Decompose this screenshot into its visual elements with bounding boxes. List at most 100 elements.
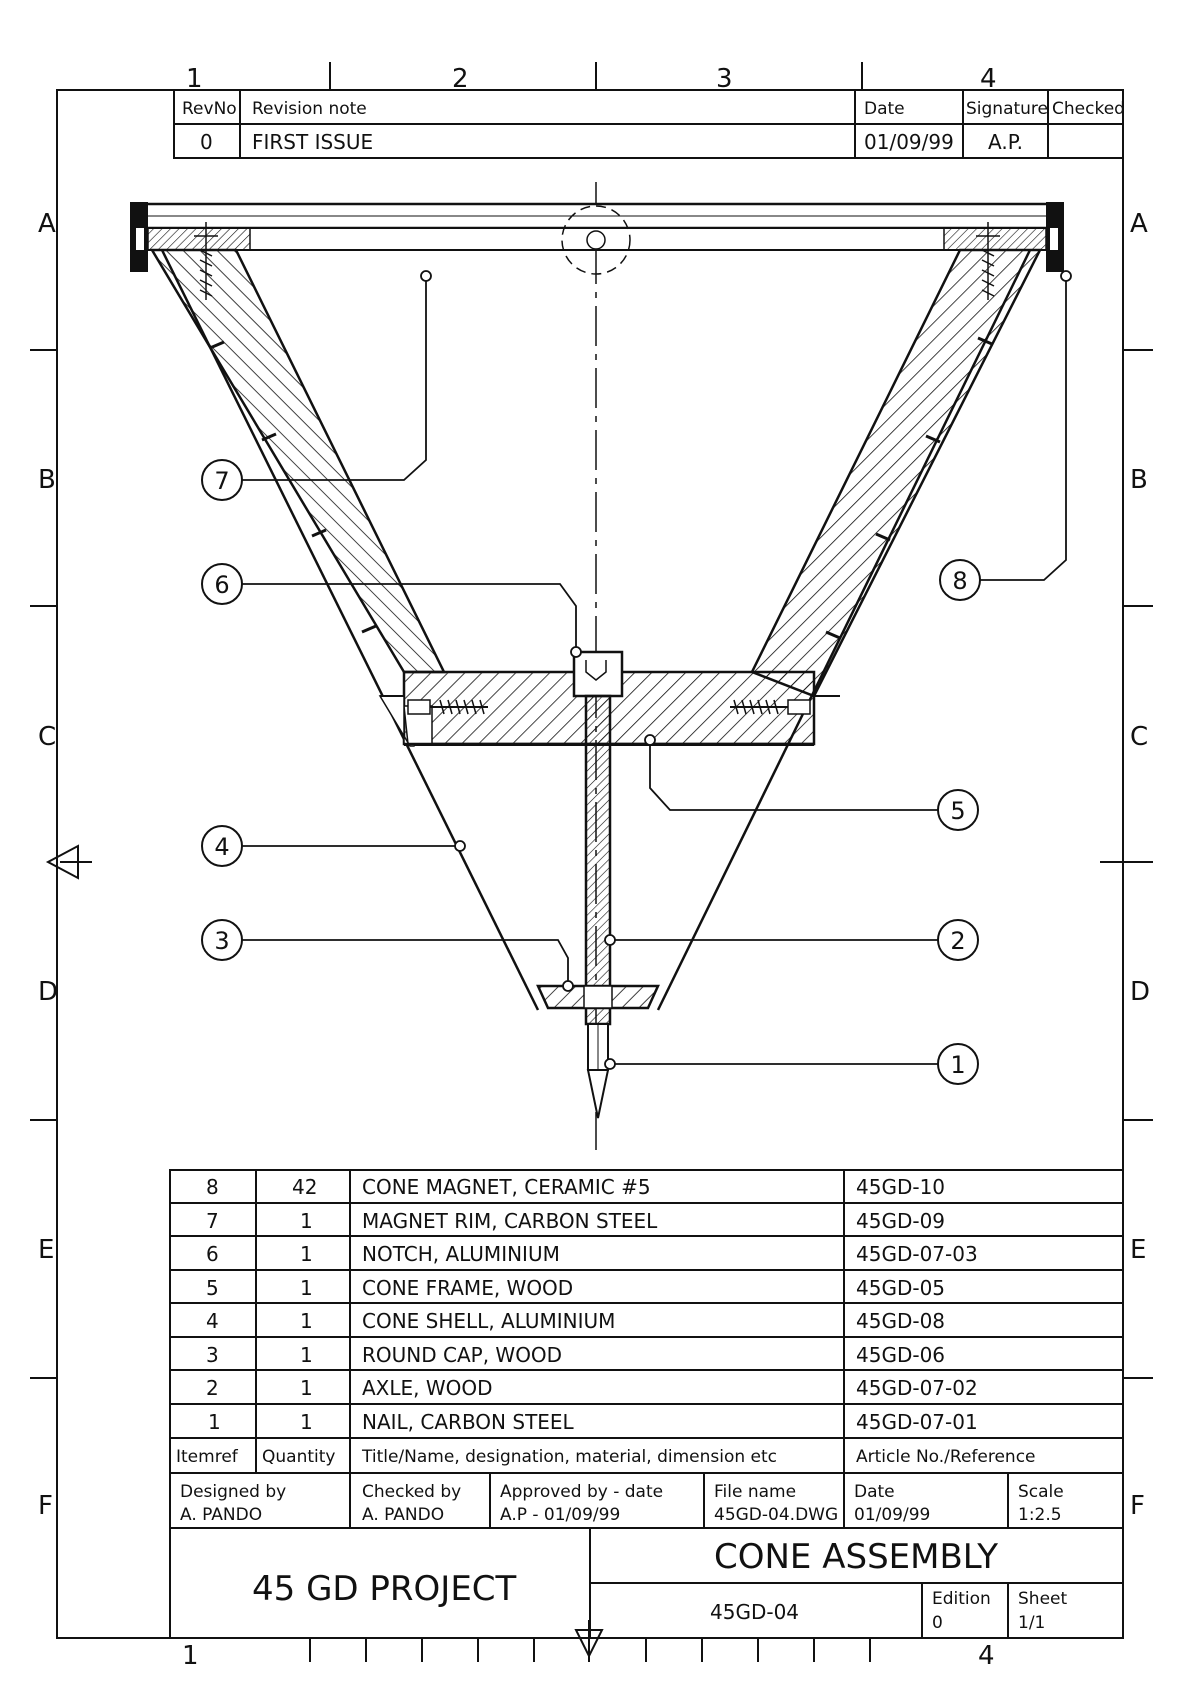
part-qty: 1 [300,1376,313,1400]
part-ref: 45GD-07-03 [856,1242,978,1266]
parts-header-row: Itemref Quantity Title/Name, designation… [176,1447,1036,1467]
svg-text:4: 4 [214,833,229,861]
part-item: 3 [206,1343,219,1367]
part-title: CONE MAGNET, CERAMIC #5 [362,1175,651,1199]
part-qty: 1 [300,1410,313,1434]
sheet-value: 1/1 [1018,1613,1045,1633]
rev-row-signature: A.P. [988,130,1023,154]
checked-by-value: A. PANDO [362,1505,444,1525]
frame-screws [407,699,811,715]
part-item: 1 [208,1410,221,1434]
row-label-e-right: E [1130,1235,1146,1265]
part-item: 7 [206,1209,219,1233]
parts-row-7: 7 1 MAGNET RIM, CARBON STEEL 45GD-09 [206,1209,945,1233]
axle [584,694,612,1026]
part-title: NAIL, CARBON STEEL [362,1410,575,1434]
part-title: NOTCH, ALUMINIUM [362,1242,560,1266]
part-ref: 45GD-05 [856,1276,945,1300]
part-item: 5 [206,1276,219,1300]
detail-circle [561,205,631,275]
approved-by-label: Approved by - date [500,1482,663,1502]
balloon-7: 7 [201,459,243,501]
row-label-a-left: A [38,209,56,239]
parts-header-reference: Article No./Reference [856,1447,1036,1467]
row-label-f-left: F [38,1491,53,1521]
rev-row-date: 01/09/99 [864,130,954,154]
project-name: 45 GD PROJECT [252,1569,517,1609]
part-ref: 45GD-10 [856,1175,945,1199]
item-balloons: 7 8 6 5 4 3 2 [201,459,981,1085]
drawing-title: CONE ASSEMBLY [714,1537,998,1577]
notch [572,650,624,698]
file-name-label: File name [714,1482,796,1502]
part-qty: 42 [292,1175,317,1199]
part-title: CONE FRAME, WOOD [362,1276,573,1300]
cone-assembly-section: 7 8 6 5 4 3 2 [130,182,1072,1150]
part-title: ROUND CAP, WOOD [362,1343,562,1367]
magnet-rim [130,202,1064,251]
revision-table: RevNo Revision note Date Signature Check… [173,89,1125,159]
part-title: CONE SHELL, ALUMINIUM [362,1309,615,1333]
parts-row-4: 4 1 CONE SHELL, ALUMINIUM 45GD-08 [206,1309,945,1333]
part-item: 2 [206,1376,219,1400]
svg-text:7: 7 [214,467,229,495]
title-block: Designed by A. PANDO Checked by A. PANDO… [169,1472,1124,1639]
parts-header-itemref: Itemref [176,1447,239,1467]
date-value: 01/09/99 [854,1505,930,1525]
part-title: MAGNET RIM, CARBON STEEL [362,1209,658,1233]
part-ref: 45GD-08 [856,1309,945,1333]
part-ref: 45GD-07-01 [856,1410,978,1434]
nail [586,1023,610,1119]
col-label-1-bottom: 1 [182,1641,199,1671]
col-label-3: 3 [716,64,733,94]
parts-header-quantity: Quantity [262,1447,335,1467]
date-label: Date [854,1482,895,1502]
part-ref: 45GD-07-02 [856,1376,978,1400]
rev-header-checked: Checked [1052,99,1125,119]
col-label-1: 1 [186,64,203,94]
grid-column-labels: 1 2 3 4 1 4 [182,64,997,1671]
row-label-d-left: D [38,977,58,1007]
part-ref: 45GD-09 [856,1209,945,1233]
svg-text:2: 2 [950,927,965,955]
parts-row-8: 8 42 CONE MAGNET, CERAMIC #5 45GD-10 [206,1175,945,1199]
rev-header-note: Revision note [252,99,367,119]
row-label-d-right: D [1130,977,1150,1007]
rev-header-revno: RevNo [182,99,237,119]
col-label-4: 4 [980,64,997,94]
parts-row-3: 3 1 ROUND CAP, WOOD 45GD-06 [206,1343,945,1367]
part-qty: 1 [300,1242,313,1266]
balloon-4: 4 [201,825,243,867]
edition-label: Edition [932,1589,991,1609]
row-label-c-right: C [1130,722,1148,752]
balloon-8: 8 [939,559,981,601]
balloon-1: 1 [937,1043,979,1085]
row-label-c-left: C [38,722,56,752]
edition-value: 0 [932,1613,943,1633]
designed-by-value: A. PANDO [180,1505,262,1525]
designed-by-label: Designed by [180,1482,286,1502]
leader-pick-points [420,270,1072,1070]
svg-text:1: 1 [950,1051,965,1079]
rev-header-date: Date [864,99,905,119]
sheet-label: Sheet [1018,1589,1067,1609]
part-qty: 1 [300,1309,313,1333]
parts-list: 8 42 CONE MAGNET, CERAMIC #5 45GD-10 7 1… [169,1169,1124,1474]
grid-row-labels: A B C D E F A B C D E F [38,209,1150,1521]
drawing-number: 45GD-04 [710,1600,799,1624]
part-title: AXLE, WOOD [362,1376,493,1400]
scale-label: Scale [1018,1482,1064,1502]
col-label-4-bottom: 4 [978,1641,995,1671]
scale-value: 1:2.5 [1018,1505,1062,1525]
rev-header-signature: Signature [966,99,1048,119]
leader-lines [242,276,1067,1065]
row-label-b-left: B [38,465,56,495]
part-ref: 45GD-06 [856,1343,945,1367]
col-label-2: 2 [452,64,469,94]
rev-row-revno: 0 [200,130,213,154]
part-item: 6 [206,1242,219,1266]
parts-row-1: 1 1 NAIL, CARBON STEEL 45GD-07-01 [208,1410,978,1434]
checked-by-label: Checked by [362,1482,461,1502]
parts-row-5: 5 1 CONE FRAME, WOOD 45GD-05 [206,1276,945,1300]
